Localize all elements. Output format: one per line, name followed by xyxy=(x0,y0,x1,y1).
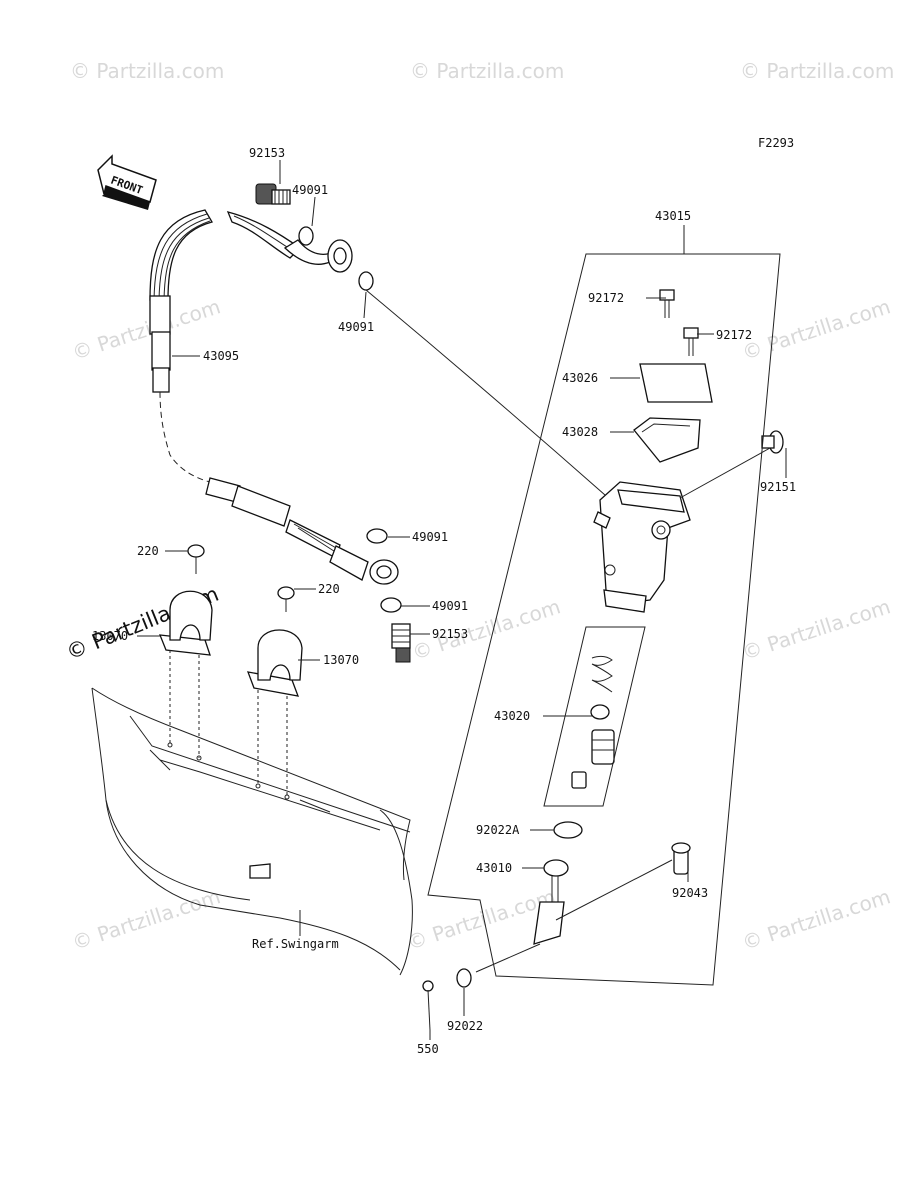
watermarks: © Partzilla.com © Partzilla.com © Partzi… xyxy=(63,59,894,955)
label-pin: 92043 xyxy=(672,886,708,900)
clamp-a-icon xyxy=(158,590,213,656)
banjo-fitting-bottom-icon xyxy=(329,545,399,585)
brake-hose-icon xyxy=(149,209,302,483)
label-gasket-top-b: 49091 xyxy=(338,320,374,334)
gasket-bottom-b-icon xyxy=(380,597,402,613)
watermark: © Partzilla.com xyxy=(410,59,564,83)
label-hose-bolt-top: 92153 xyxy=(249,146,285,160)
label-brake-hose: 43095 xyxy=(203,349,239,363)
leader-lines xyxy=(137,160,787,1040)
mount-bolt-icon xyxy=(761,430,784,454)
label-screw-a: 220 xyxy=(137,544,159,558)
watermark: © Partzilla.com xyxy=(69,294,223,365)
label-reservoir-cap: 43026 xyxy=(562,371,598,385)
label-push-rod: 43010 xyxy=(476,861,512,875)
label-hose-bolt-bottom: 92153 xyxy=(432,627,468,641)
watermark: © Partzilla.com xyxy=(740,59,894,83)
label-reference: Ref.Swingarm xyxy=(252,937,339,951)
assembly-box-43020 xyxy=(543,626,646,807)
part-labels: 92153 49091 49091 43095 43015 92172 9217… xyxy=(92,146,796,1056)
banjo-fitting-top-icon xyxy=(283,239,353,273)
watermark: © Partzilla.com xyxy=(70,59,224,83)
label-cap-screw-a: 92172 xyxy=(588,291,624,305)
screw-b-icon xyxy=(277,586,295,612)
brake-hose-lower-icon xyxy=(205,477,341,559)
gasket-top-a-icon xyxy=(298,226,314,246)
label-screw-b: 220 xyxy=(318,582,340,596)
circlip-icon xyxy=(553,821,583,839)
label-piston-kit: 43020 xyxy=(494,709,530,723)
label-mount-bolt: 92151 xyxy=(760,480,796,494)
cotter-pin-icon xyxy=(422,980,434,1031)
watermark: © Partzilla.com xyxy=(69,884,223,955)
watermark: © Partzilla.com xyxy=(739,884,893,955)
master-cylinder-icon xyxy=(593,481,691,613)
label-cotter-pin: 550 xyxy=(417,1042,439,1056)
figure-code: F2293 xyxy=(758,136,794,150)
swingarm-outline-icon xyxy=(91,687,413,976)
watermark: © Partzilla.com xyxy=(739,594,893,665)
mount-holes-icon xyxy=(167,742,290,800)
label-master-cylinder: 43015 xyxy=(655,209,691,223)
label-clamp-b: 13070 xyxy=(323,653,359,667)
diaphragm-icon xyxy=(633,417,701,463)
label-diaphragm: 43028 xyxy=(562,425,598,439)
label-washer: 92022 xyxy=(447,1019,483,1033)
pin-icon xyxy=(671,842,691,875)
label-gasket-top-a: 49091 xyxy=(292,183,328,197)
watermark: © Partzilla.com xyxy=(739,294,893,365)
cap-screw-b-icon xyxy=(683,327,699,356)
piston-kit-icon xyxy=(571,655,615,789)
washer-icon xyxy=(456,968,472,988)
screw-a-icon xyxy=(187,544,205,574)
label-gasket-bottom-b: 49091 xyxy=(432,599,468,613)
reservoir-cap-icon xyxy=(639,363,713,403)
assembly-box-43015 xyxy=(427,253,781,986)
clamp-b-icon xyxy=(246,629,303,697)
label-cap-screw-b: 92172 xyxy=(716,328,752,342)
cap-screw-a-icon xyxy=(659,289,675,318)
gasket-top-b-icon xyxy=(358,271,374,291)
label-circlip: 92022A xyxy=(476,823,520,837)
label-gasket-bottom-a: 49091 xyxy=(412,530,448,544)
hose-bolt-top-icon xyxy=(255,183,291,205)
label-clamp-a: 13070 xyxy=(92,629,128,643)
front-arrow-icon: FRONT xyxy=(97,154,157,210)
gasket-bottom-a-icon xyxy=(366,528,388,544)
hose-bolt-bottom-icon xyxy=(391,623,411,663)
